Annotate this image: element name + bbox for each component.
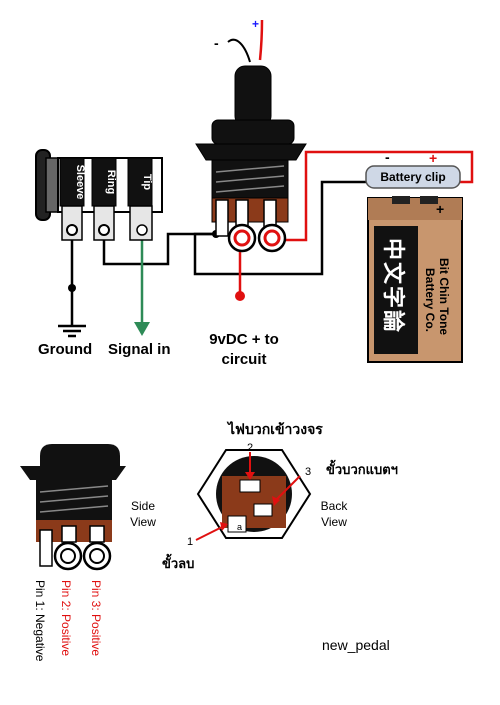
- ground-label: Ground: [38, 341, 92, 358]
- battery-clip-plus: +: [429, 150, 437, 166]
- jack-ring-label: Ring: [105, 170, 117, 194]
- back-view-num3: 3: [305, 466, 311, 478]
- pin1-label: Pin 1: Negative: [33, 580, 47, 662]
- thai-label-top: ไฟบวกเข้าวงจร: [226, 420, 323, 437]
- power-out-dot: [235, 291, 245, 301]
- switch-negative-lead: [227, 38, 251, 63]
- pin3-label: Pin 3: Positive: [89, 580, 103, 656]
- back-view-num2: 2: [247, 442, 253, 454]
- footer-name: new_pedal: [322, 637, 390, 653]
- back-view-num1: 1: [187, 536, 193, 548]
- power-label-line1: 9vDC + to: [209, 331, 279, 348]
- switch-plus-sign: +: [252, 17, 259, 31]
- switch-positive-lead: [258, 19, 264, 61]
- battery-negative-wire: [193, 180, 368, 276]
- pin2-label: Pin 2: Positive: [59, 580, 73, 656]
- battery-clip-minus: -: [385, 149, 390, 165]
- battery-clip: [365, 165, 461, 189]
- side-view-label-line2: View: [130, 515, 156, 529]
- battery-clip-label: Battery clip: [380, 170, 445, 184]
- ground-junction: [68, 284, 76, 292]
- battery-brand-line1: Bit Chin Tone: [437, 258, 451, 335]
- power-switch: [195, 65, 307, 253]
- signal-in-label: Signal in: [108, 341, 171, 358]
- ground-icon: [58, 324, 86, 338]
- thai-label-right: ขั้วบวกแบตฯ: [326, 459, 398, 477]
- side-view-label-line1: Side: [131, 499, 155, 513]
- guitar-jack: [35, 149, 163, 241]
- switch-side-view: [20, 444, 126, 571]
- back-view-label-line2: View: [321, 515, 347, 529]
- ring-wire: [102, 232, 216, 266]
- switch-back-view: [195, 449, 312, 541]
- jack-tip-label: Tip: [141, 174, 153, 191]
- switch-minus-sign: -: [214, 35, 219, 51]
- back-view-tiny-letter: a: [237, 522, 242, 532]
- power-label-line2: circuit: [221, 351, 266, 368]
- jack-sleeve-label: Sleeve: [74, 165, 86, 200]
- back-view-label-line1: Back: [321, 499, 349, 513]
- battery-plus-sign: +: [436, 201, 444, 217]
- battery-9v: [367, 196, 463, 363]
- battery-positive-wire: [275, 150, 474, 242]
- signal-arrow: [134, 322, 150, 336]
- battery-brand-line2: Battery Co.: [423, 268, 437, 332]
- thai-label-left: ขั้วลบ: [162, 553, 194, 571]
- battery-cjk-text: 中文字論: [381, 238, 406, 334]
